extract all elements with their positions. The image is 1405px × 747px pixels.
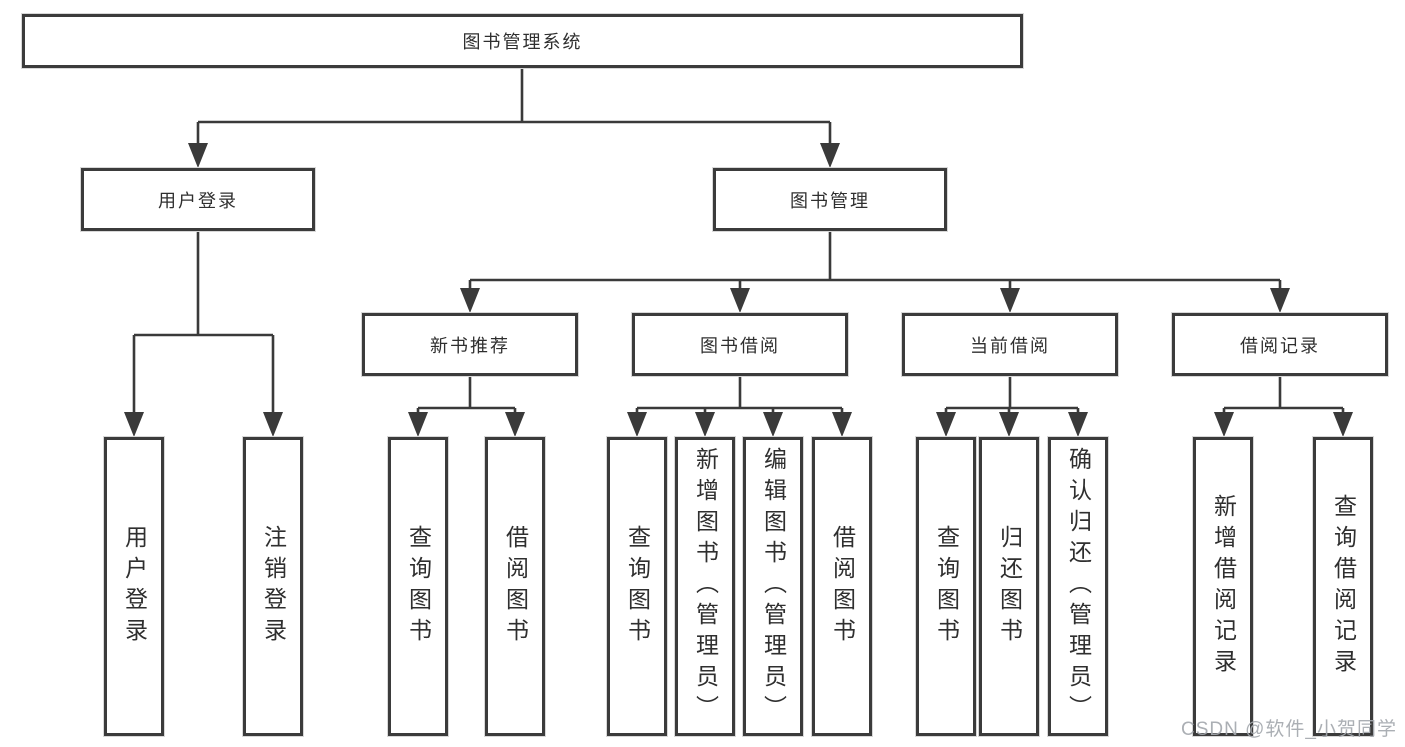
- node-borrow-books-borrowing: 借阅图书: [812, 437, 872, 736]
- node-new-book-recommend: 新书推荐: [362, 313, 578, 376]
- node-query-books-recommend: 查询图书: [388, 437, 448, 736]
- node-book-management-system: 图书管理系统: [22, 14, 1023, 68]
- node-label: 查询借阅记录: [1330, 493, 1357, 680]
- node-add-book-admin: 新增图书（管理员）: [675, 437, 735, 736]
- node-label: 新增图书（管理员）: [692, 447, 719, 726]
- node-return-books: 归还图书: [979, 437, 1039, 736]
- node-label: 图书管理: [790, 190, 870, 211]
- node-label: 确认归还（管理员）: [1065, 447, 1092, 726]
- node-label: 新增借阅记录: [1210, 493, 1237, 680]
- node-query-borrow-record: 查询借阅记录: [1313, 437, 1373, 736]
- node-label: 编辑图书（管理员）: [760, 447, 787, 726]
- node-label: 查询图书: [933, 524, 960, 649]
- node-label: 图书管理系统: [462, 32, 583, 52]
- node-user-login: 用户登录: [81, 168, 315, 231]
- node-label: 注销登录: [260, 524, 287, 649]
- node-book-management: 图书管理: [713, 168, 947, 231]
- node-label: 查询图书: [405, 524, 432, 649]
- node-label: 借阅图书: [502, 524, 529, 649]
- node-label: 当前借阅: [970, 335, 1050, 356]
- node-add-borrow-record: 新增借阅记录: [1193, 437, 1253, 736]
- node-logout: 注销登录: [243, 437, 303, 736]
- node-login: 用户登录: [104, 437, 164, 736]
- node-borrow-books-recommend: 借阅图书: [485, 437, 545, 736]
- node-label: 借阅记录: [1240, 335, 1320, 356]
- csdn-watermark: CSDN @软件_小贺同学: [1181, 719, 1397, 740]
- node-label: 归还图书: [996, 524, 1023, 649]
- node-label: 用户登录: [121, 524, 148, 649]
- node-label: 用户登录: [158, 190, 238, 211]
- node-confirm-return-admin: 确认归还（管理员）: [1048, 437, 1108, 736]
- node-label: 查询图书: [624, 524, 651, 649]
- node-query-books-borrowing: 查询图书: [607, 437, 667, 736]
- node-borrow-records: 借阅记录: [1172, 313, 1388, 376]
- arrowheads: [124, 143, 1353, 437]
- node-edit-book-admin: 编辑图书（管理员）: [743, 437, 803, 736]
- node-book-borrowing: 图书借阅: [632, 313, 848, 376]
- node-query-books-current: 查询图书: [916, 437, 976, 736]
- node-label: 新书推荐: [430, 335, 510, 356]
- node-current-borrowing: 当前借阅: [902, 313, 1118, 376]
- node-label: 借阅图书: [829, 524, 856, 649]
- node-label: 图书借阅: [700, 335, 780, 356]
